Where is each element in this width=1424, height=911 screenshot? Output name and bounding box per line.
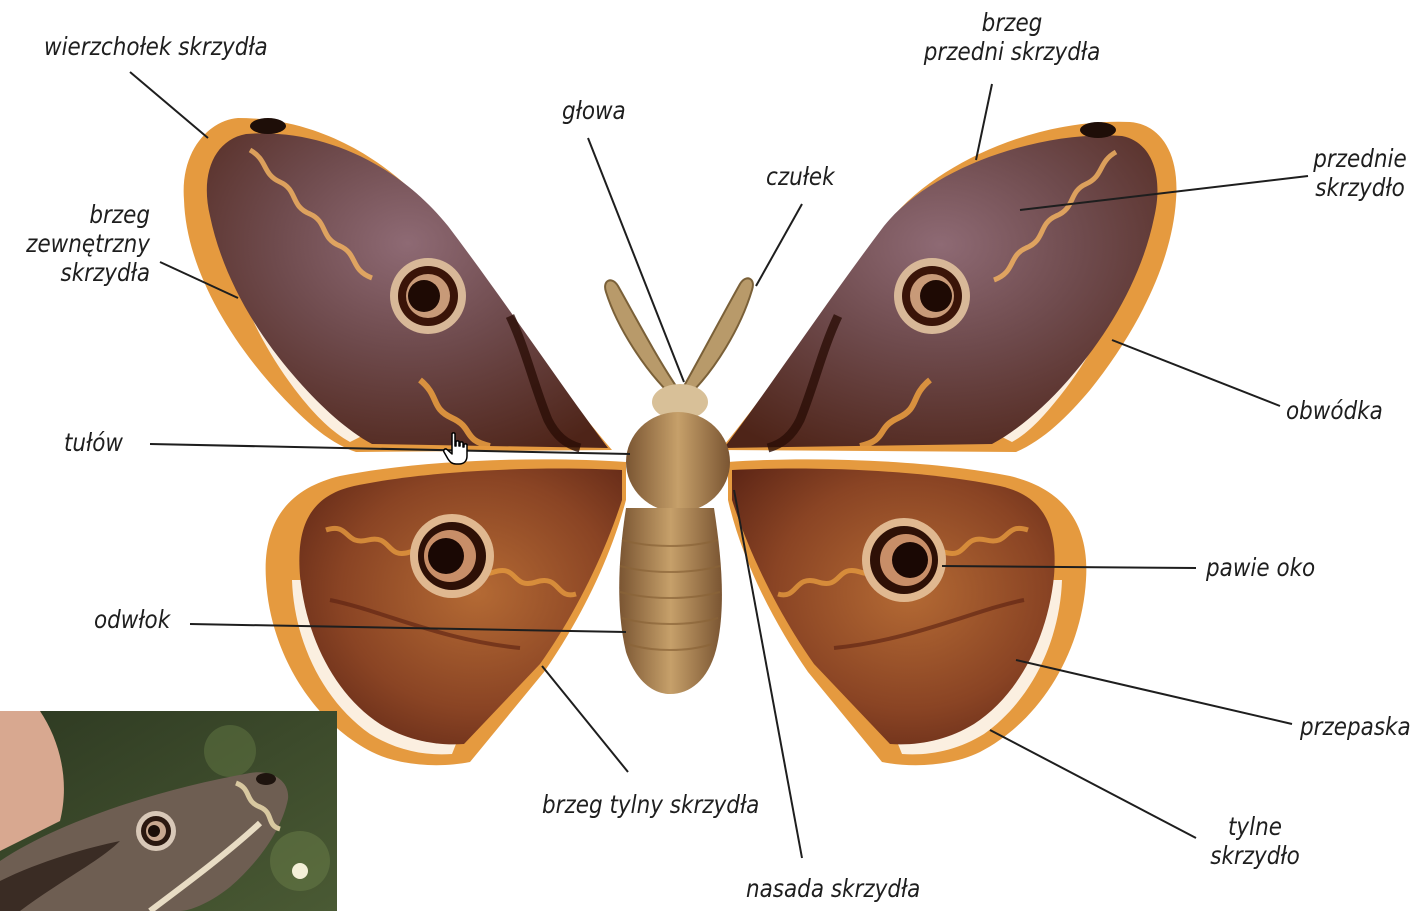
label-border: obwódka: [1286, 396, 1383, 425]
leader-apex: [130, 72, 208, 138]
label-front-edge: brzeg przedni skrzydła: [917, 8, 1106, 66]
label-outer-edge-line3: skrzydła: [26, 258, 150, 287]
left-forewing: [184, 118, 612, 452]
right-hindwing: [728, 459, 1086, 765]
leader-band: [1016, 660, 1292, 724]
thorax: [626, 412, 730, 512]
label-thorax: tułów: [64, 428, 123, 457]
label-outer-edge-line1: brzeg: [26, 200, 150, 229]
leader-rear-edge: [542, 666, 628, 772]
leader-border: [1112, 340, 1280, 406]
right-hindwing-eyespot: [862, 518, 946, 602]
right-forewing-eyespot: [894, 258, 970, 334]
inset-photo: [0, 711, 337, 911]
label-front-edge-line2: przedni skrzydła: [917, 37, 1106, 66]
leader-front-edge: [976, 84, 992, 160]
label-outer-edge: brzeg zewnętrzny skrzydła: [26, 200, 150, 287]
label-rear-edge: brzeg tylny skrzydła: [542, 790, 759, 819]
label-eyespot: pawie oko: [1206, 553, 1315, 582]
label-apex: wierzchołek skrzydła: [44, 32, 268, 61]
label-forewing: przednie skrzydło: [1300, 144, 1420, 202]
hand-pointer-icon: [443, 432, 471, 466]
label-hindwing-line2: skrzydło: [1199, 841, 1311, 870]
label-forewing-line2: skrzydło: [1300, 173, 1420, 202]
label-hindwing: tylne skrzydło: [1199, 812, 1311, 870]
label-hindwing-line1: tylne: [1199, 812, 1311, 841]
label-wing-base: nasada skrzydła: [746, 874, 920, 903]
photo-apex-spot: [256, 773, 276, 785]
abdomen: [619, 508, 722, 694]
label-forewing-line1: przednie: [1300, 144, 1420, 173]
label-antenna: czułek: [766, 162, 835, 191]
label-front-edge-line1: brzeg: [917, 8, 1106, 37]
label-outer-edge-line2: zewnętrzny: [26, 229, 150, 258]
label-head: głowa: [562, 96, 626, 125]
right-antenna: [684, 278, 753, 392]
right-forewing-apex-spot: [1080, 122, 1116, 138]
photo-eyespot: [136, 811, 176, 851]
label-band: przepaska: [1300, 712, 1411, 741]
left-forewing-eyespot: [390, 258, 466, 334]
left-forewing-apex-spot: [250, 118, 286, 134]
label-abdomen: odwłok: [94, 605, 170, 634]
leader-hindwing: [990, 730, 1196, 838]
left-hindwing-eyespot: [410, 514, 494, 598]
leader-antenna: [756, 204, 802, 286]
